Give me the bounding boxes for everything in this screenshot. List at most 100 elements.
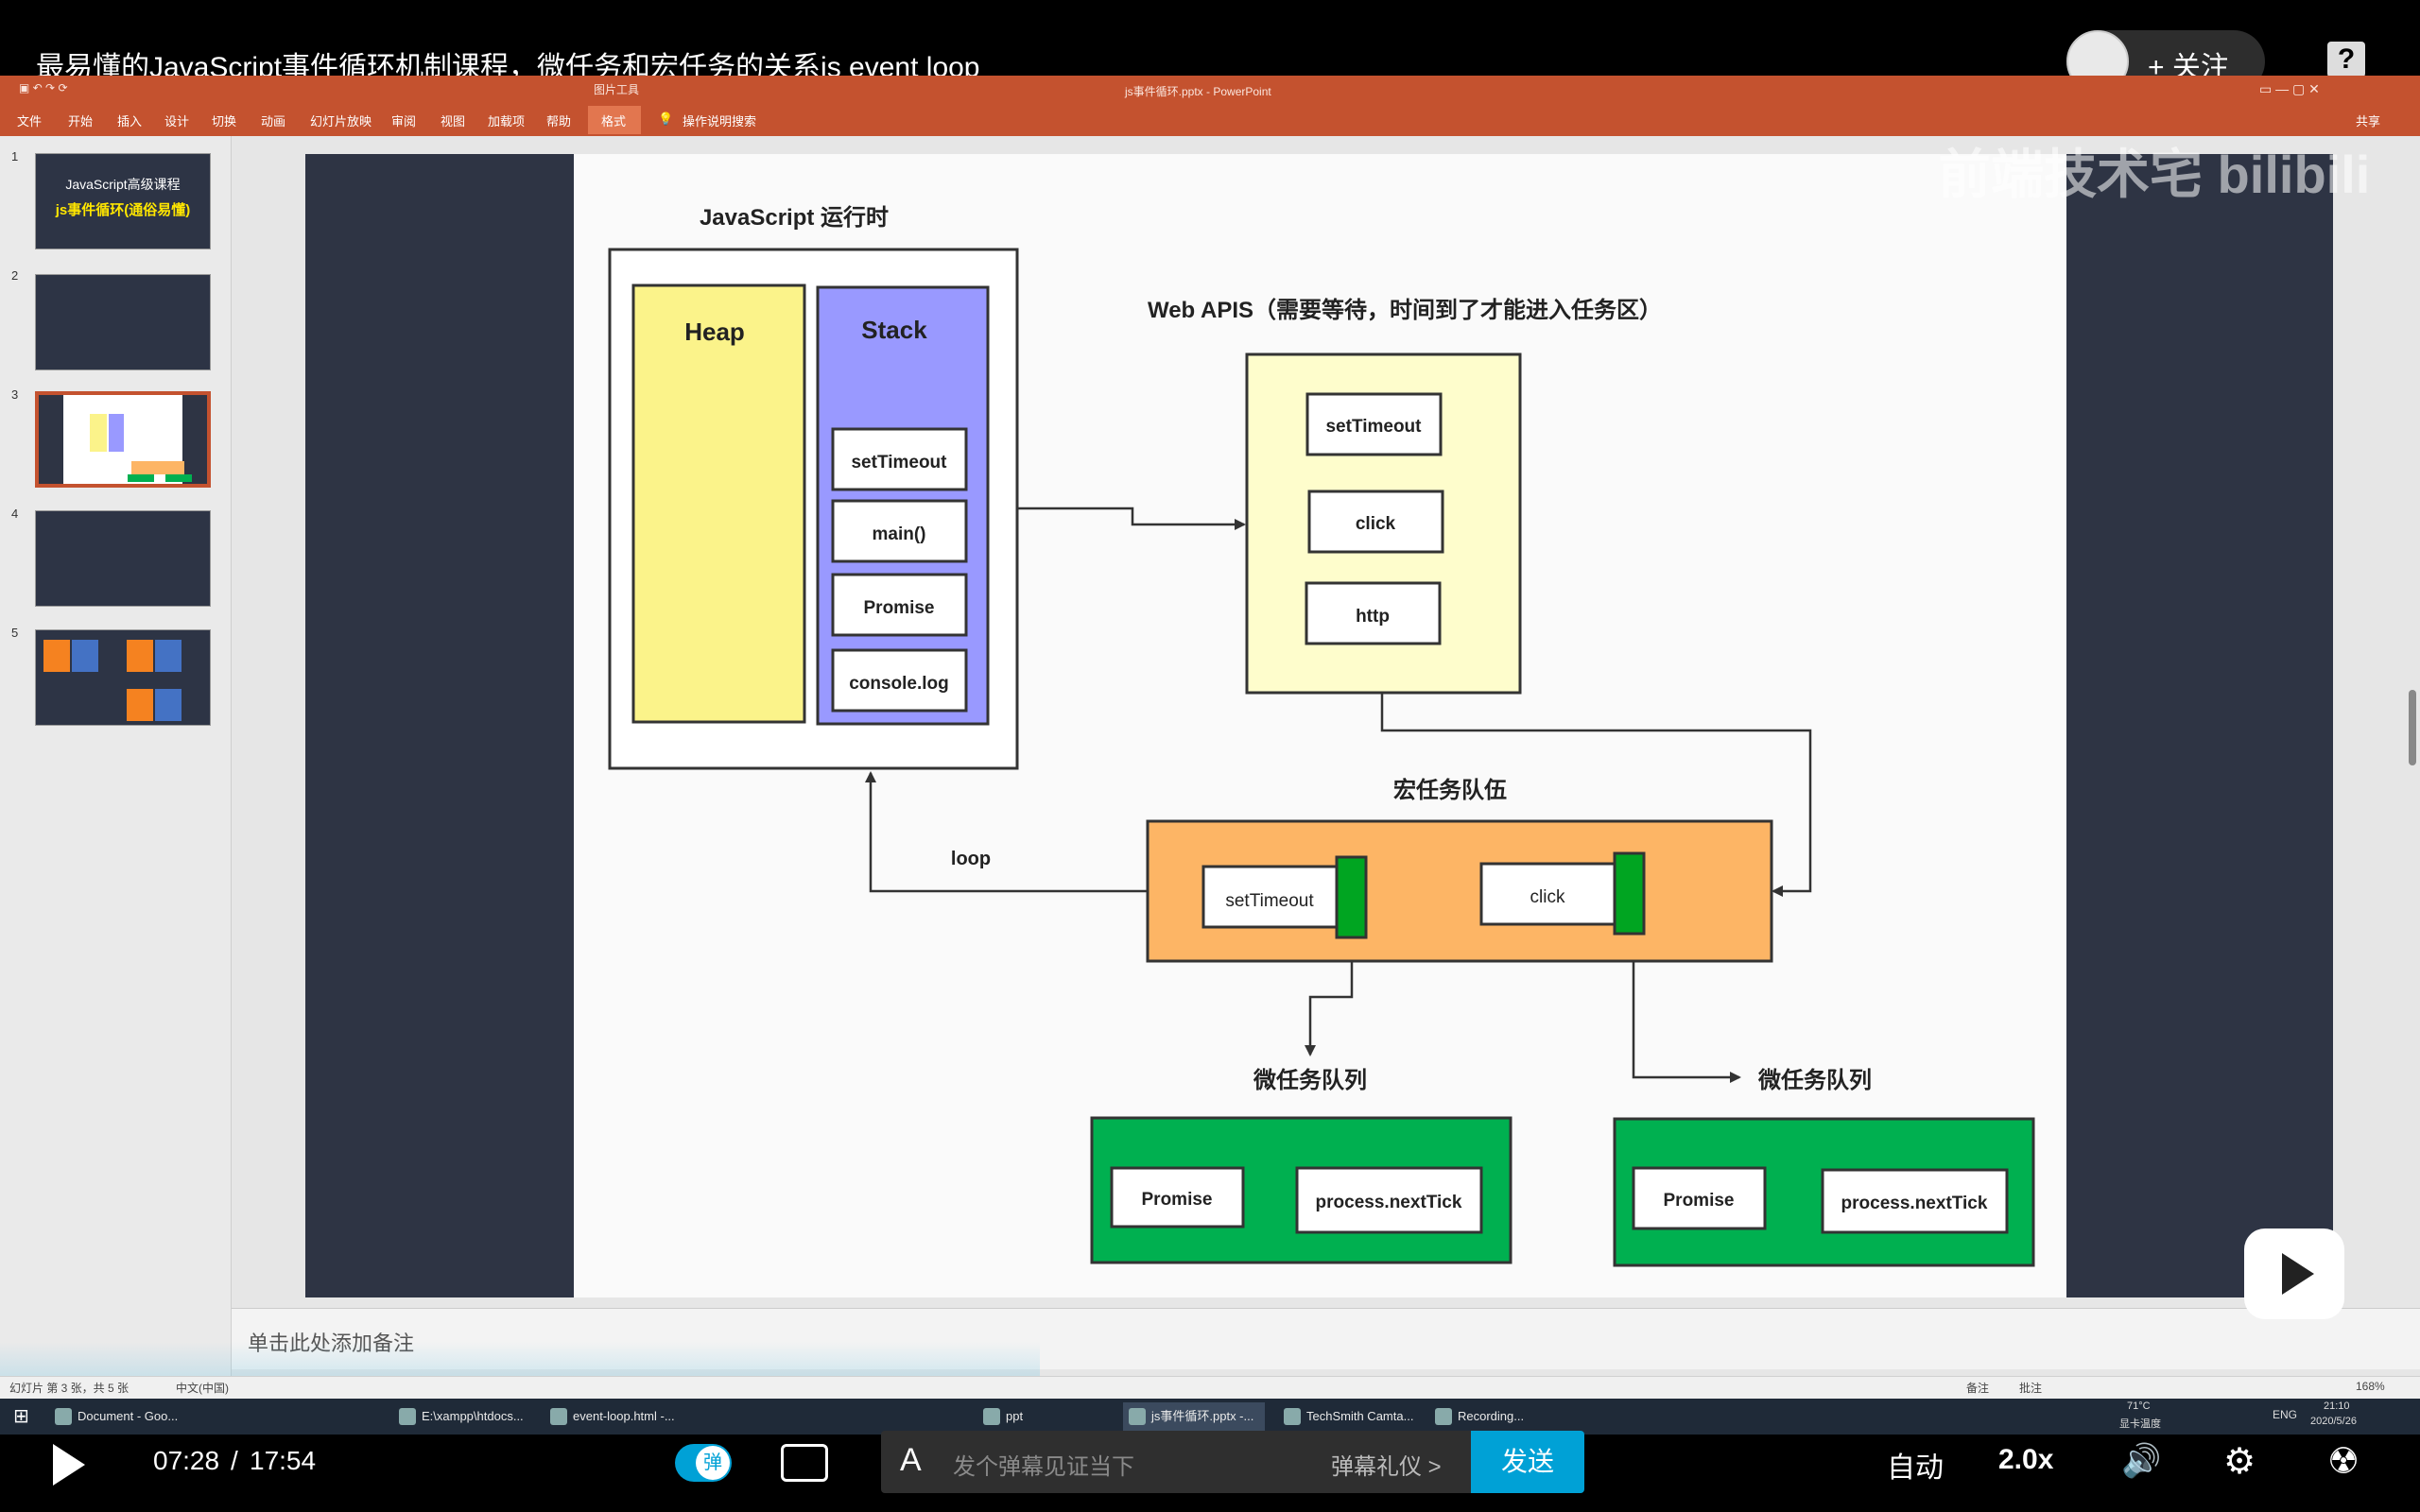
tell-me-search[interactable]: 操作说明搜索	[683, 114, 757, 129]
help-icon[interactable]: ?	[2327, 42, 2365, 77]
window-controls[interactable]: ▭ — ▢ ✕	[2259, 81, 2320, 96]
webapi-item-box	[1305, 581, 1442, 645]
stack-label: Stack	[861, 316, 927, 344]
taskbar-folder-ppt[interactable]: ppt	[977, 1402, 1119, 1431]
microtask-item-box	[1110, 1166, 1245, 1228]
macro-to-micro-left-arrow	[1305, 939, 1354, 1057]
notes-placeholder: 单击此处添加备注	[248, 1327, 414, 1357]
slide-counter: 幻灯片 第 3 张，共 5 张	[9, 1382, 130, 1395]
slide-thumbnail-3[interactable]	[35, 391, 211, 488]
speed-selector[interactable]: 2.0x	[1998, 1444, 2054, 1475]
video-duration: 17:54	[250, 1446, 317, 1475]
ppt-ribbon	[0, 102, 2420, 136]
scrollbar-thumb[interactable]	[2409, 690, 2416, 765]
tab-format[interactable]: 格式	[601, 114, 627, 129]
taskbar-recording[interactable]: Recording...	[1429, 1402, 1571, 1431]
tab-design[interactable]: 设计	[164, 114, 190, 129]
webapi-item: click	[1356, 514, 1396, 534]
runtime-title: JavaScript 运行时	[700, 204, 889, 231]
notes-toggle[interactable]: 备注	[1966, 1382, 1990, 1395]
settings-gear-icon[interactable]: ⚙	[2223, 1442, 2256, 1482]
taskbar-camtasia[interactable]: TechSmith Camta...	[1278, 1402, 1420, 1431]
macrotask-item: click	[1530, 887, 1565, 907]
thumb1-subtitle: js事件循环(通俗易懂)	[55, 202, 191, 218]
quick-access-icons[interactable]: ▣ ↶ ↷ ⟳	[19, 81, 68, 94]
notes-pane[interactable]	[232, 1308, 2420, 1369]
tab-review[interactable]: 审阅	[391, 114, 417, 129]
stack-item: setTimeout	[851, 453, 947, 472]
send-danmaku-button[interactable]: 发送	[1471, 1431, 1584, 1493]
bilibili-tv-icon[interactable]	[2244, 1228, 2344, 1319]
ppt-status-bar	[0, 1376, 2420, 1400]
tab-file[interactable]: 文件	[17, 114, 43, 129]
macrotask-marker	[1335, 855, 1368, 939]
tab-addins[interactable]: 加载项	[488, 114, 526, 129]
webapi-item-box	[1307, 490, 1444, 554]
font-style-icon[interactable]: A	[900, 1442, 922, 1478]
danmaku-toggle[interactable]: 弹	[675, 1444, 732, 1482]
language-status[interactable]: 中文(中国)	[176, 1382, 229, 1395]
tab-animations[interactable]: 动画	[261, 114, 286, 129]
quality-selector[interactable]: 自动	[1887, 1452, 1944, 1484]
slide-thumbnail-2[interactable]	[35, 274, 211, 370]
stack-item-box	[831, 648, 968, 713]
taskbar-vscode[interactable]: event-loop.html -...	[544, 1402, 686, 1431]
volume-icon[interactable]: 🔊	[2121, 1443, 2162, 1479]
thumb-number: 5	[11, 626, 19, 640]
time-separator: /	[231, 1446, 238, 1475]
stack-item-box	[831, 499, 968, 563]
thumb-number: 3	[11, 387, 19, 402]
stack-item-box	[831, 427, 968, 491]
gpu-temp: 71°C	[2127, 1400, 2151, 1412]
webapi-item-box	[1305, 392, 1443, 456]
slide-thumbnail-1[interactable]: JavaScript高级课程 js事件循环(通俗易懂)	[35, 153, 211, 249]
microtask-title-right: 微任务队列	[1757, 1067, 1872, 1093]
microtask-item-box	[1821, 1168, 2009, 1234]
microtask-item: process.nextTick	[1841, 1194, 1988, 1213]
clock-date[interactable]: 2020/5/26	[2310, 1416, 2357, 1427]
taskbar-chrome[interactable]: Document - Goo...	[49, 1402, 191, 1431]
tab-help[interactable]: 帮助	[546, 114, 572, 129]
webapi-item: http	[1356, 607, 1390, 627]
danmaku-toggle-knob: 弹	[696, 1446, 730, 1480]
comments-toggle[interactable]: 批注	[2019, 1382, 2043, 1395]
share-button[interactable]: 共享	[2356, 114, 2381, 129]
tab-home[interactable]: 开始	[68, 114, 94, 129]
picture-tools-label: 图片工具	[594, 83, 640, 96]
macro-to-micro-right-arrow	[1632, 936, 1741, 1083]
danmaku-placeholder: 发个弹幕见证当下	[953, 1454, 1134, 1480]
danmaku-input[interactable]	[881, 1431, 1475, 1493]
taskbar-explorer[interactable]: E:\xampp\htdocs...	[393, 1402, 535, 1431]
stack-item: Promise	[864, 598, 935, 618]
slide-thumbnail-5[interactable]	[35, 629, 211, 726]
macrotask-marker	[1613, 851, 1646, 936]
tab-slideshow[interactable]: 幻灯片放映	[310, 114, 372, 129]
input-language[interactable]: ENG	[2273, 1408, 2298, 1421]
fullscreen-icon[interactable]: ☢	[2327, 1442, 2360, 1482]
microtask-item-box	[1295, 1166, 1483, 1234]
play-icon[interactable]	[53, 1444, 85, 1486]
tab-insert[interactable]: 插入	[117, 114, 143, 129]
loop-label: loop	[951, 849, 991, 869]
windows-start-icon[interactable]: ⊞	[13, 1406, 29, 1427]
gpu-temp-label: 显卡温度	[2119, 1418, 2161, 1430]
tab-transitions[interactable]: 切换	[212, 114, 237, 129]
ppt-title-bar	[0, 76, 2420, 102]
webapis-to-macro-arrow	[1380, 693, 1812, 897]
taskbar-powerpoint[interactable]: js事件循环.pptx -...	[1123, 1402, 1265, 1431]
lightbulb-icon: 💡	[658, 112, 674, 126]
heap-box	[631, 284, 806, 724]
tab-view[interactable]: 视图	[441, 114, 466, 129]
danmaku-settings-icon[interactable]	[781, 1444, 828, 1482]
slide-thumbnail-4[interactable]	[35, 510, 211, 607]
zoom-level[interactable]: 168%	[2356, 1380, 2385, 1393]
webapi-item: setTimeout	[1325, 417, 1422, 437]
stack-item: main()	[873, 524, 926, 544]
microtask-item-box	[1632, 1166, 1767, 1230]
microtask-item: Promise	[1664, 1191, 1735, 1211]
slide-dark-panel-left	[305, 154, 574, 1297]
danmaku-etiquette-link[interactable]: 弹幕礼仪 >	[1331, 1454, 1442, 1480]
clock-time[interactable]: 21:10	[2324, 1400, 2350, 1412]
macrotask-item-box	[1201, 865, 1339, 929]
